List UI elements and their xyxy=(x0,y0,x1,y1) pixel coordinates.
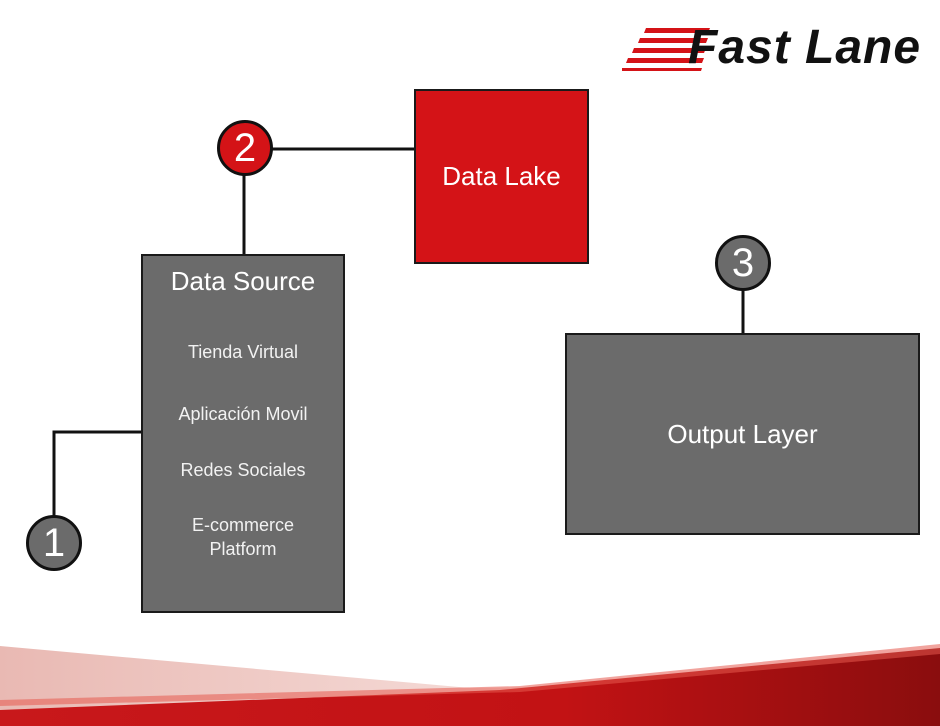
step-badge-2: 2 xyxy=(217,120,273,176)
data-source-box: Data Source Tienda Virtual Aplicación Mo… xyxy=(141,254,345,613)
data-source-item: E-commerce Platform xyxy=(191,515,294,559)
footer-swoosh xyxy=(0,644,940,726)
output-layer-box: Output Layer xyxy=(565,333,920,535)
output-layer-label: Output Layer xyxy=(667,418,818,449)
data-source-item: Aplicación Movil xyxy=(178,404,308,424)
connector-badge1-datasource xyxy=(52,430,142,516)
speed-lines-icon xyxy=(622,28,710,71)
data-source-item: Redes Sociales xyxy=(180,460,306,480)
step-badge-3: 3 xyxy=(715,235,771,291)
data-source-title: Data Source xyxy=(170,266,316,296)
fast-lane-logo: Fast Lane xyxy=(622,22,922,74)
logo-text: Fast Lane xyxy=(688,21,922,74)
data-lake-label: Data Lake xyxy=(442,161,561,191)
data-source-item: Tienda Virtual xyxy=(187,342,299,362)
data-lake-box: Data Lake xyxy=(414,89,589,264)
step-badge-1: 1 xyxy=(26,515,82,571)
